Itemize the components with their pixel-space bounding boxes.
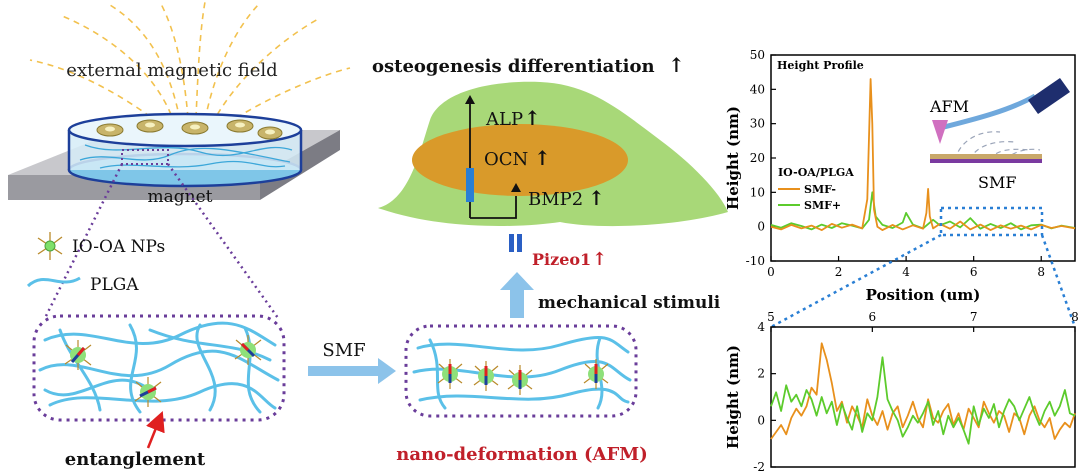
smf-inset-label: SMF <box>978 173 1016 192</box>
ocn-up-arrow: ↑ <box>534 146 551 170</box>
ocn-label: OCN <box>484 149 528 170</box>
x-tick-label: 0 <box>767 265 775 279</box>
deformed-np-2 <box>473 361 499 391</box>
zoom-guides-left <box>43 163 280 319</box>
entanglement-pointer <box>146 411 165 449</box>
deformation-box <box>404 324 638 418</box>
entangled-np-1 <box>64 340 92 370</box>
x-tick-label: 8 <box>1071 310 1079 324</box>
x-tick-label: 6 <box>869 310 877 324</box>
dish-cells <box>96 119 283 140</box>
x-tick-label: 6 <box>970 265 978 279</box>
x-tick-label: 7 <box>970 310 978 324</box>
y-tick-label: 20 <box>750 151 765 165</box>
entangled-np-3 <box>234 335 262 365</box>
y-tick-label: -10 <box>746 254 765 268</box>
x-tick-label: 5 <box>767 310 775 324</box>
middle-title: osteogenesis differentiation ↑ <box>372 53 685 77</box>
mechanical-arrow <box>500 272 534 318</box>
series-line-smf-minus <box>770 78 1076 232</box>
legend-plga-line <box>26 276 81 288</box>
series-line-smf-minus <box>770 342 1076 440</box>
afm-inset: AFM SMF <box>929 78 1070 192</box>
piezo-channel <box>509 234 522 252</box>
main-xlabel: Position (um) <box>866 286 981 304</box>
deformed-np-1 <box>437 359 463 389</box>
y-tick-label: 0 <box>757 220 765 234</box>
legend-np <box>37 232 63 260</box>
legend-label-smf-minus: SMF- <box>804 183 836 196</box>
title-up-arrow: ↑ <box>668 53 685 77</box>
series-line-smf-plus <box>770 356 1076 445</box>
y-tick-label: 40 <box>750 82 765 96</box>
x-tick-label: 2 <box>835 265 843 279</box>
svg-text:osteogenesis differentiation: osteogenesis differentiation <box>372 56 655 77</box>
smf-arrow <box>308 358 396 384</box>
pathway-lines <box>469 100 517 219</box>
dish-fibers <box>79 144 293 169</box>
magnet-label: magnet <box>148 187 213 207</box>
inset-plot-frame <box>770 326 1076 468</box>
pizeo-label: Pizeo1 <box>532 250 591 269</box>
afm-label: AFM <box>929 97 969 116</box>
y-tick-label: 0 <box>757 413 765 427</box>
x-tick-label: 8 <box>1037 265 1045 279</box>
y-tick-label: 2 <box>757 367 765 381</box>
field-label: external magnetic field <box>66 60 277 81</box>
zoom-box <box>939 206 1044 237</box>
inset-ylabel: Height (nm) <box>724 345 742 449</box>
main-ylabel: Height (nm) <box>724 106 742 210</box>
zoom-chart: -2 0 2 4 5 6 7 8 Height (nm) <box>724 310 1079 474</box>
pizeo-up-arrow: ↑ <box>592 249 607 270</box>
legend-plga-label: PLGA <box>90 275 139 295</box>
x-tick-label: 4 <box>902 265 910 279</box>
entangled-np-2 <box>134 377 162 407</box>
alp-label: ALP <box>485 109 523 130</box>
y-tick-label: -2 <box>753 460 765 474</box>
deformed-np-4 <box>583 359 609 389</box>
y-tick-label: 50 <box>750 48 765 62</box>
y-tick-label: 4 <box>757 320 765 334</box>
smf-arrow-label: SMF <box>322 340 365 361</box>
magnetic-field-lines <box>29 1 351 131</box>
y-tick-label: 10 <box>750 185 765 199</box>
alp-up-arrow: ↑ <box>524 106 541 130</box>
main-chart-title: Height Profile <box>777 59 864 72</box>
mechanical-label: mechanical stimuli <box>538 293 721 313</box>
main-legend: IO-OA/PLGA SMF- SMF+ <box>778 166 854 212</box>
y-tick-label: 30 <box>750 117 765 131</box>
zoom-connectors <box>770 233 1077 329</box>
bmp2-up-arrow: ↑ <box>588 186 605 210</box>
deformed-np-3 <box>507 365 533 395</box>
legend-np-label: IO-OA NPs <box>72 237 165 257</box>
entanglement-label: entanglement <box>65 449 206 470</box>
nano-deformation-label: nano-deformation (AFM) <box>396 444 648 465</box>
blue-bar-left <box>466 168 474 202</box>
entanglement-box <box>32 314 286 422</box>
petri-dish <box>67 112 303 188</box>
legend-label-smf-plus: SMF+ <box>804 199 841 212</box>
bmp2-label: BMP2 <box>528 189 583 210</box>
legend-title: IO-OA/PLGA <box>778 166 854 179</box>
